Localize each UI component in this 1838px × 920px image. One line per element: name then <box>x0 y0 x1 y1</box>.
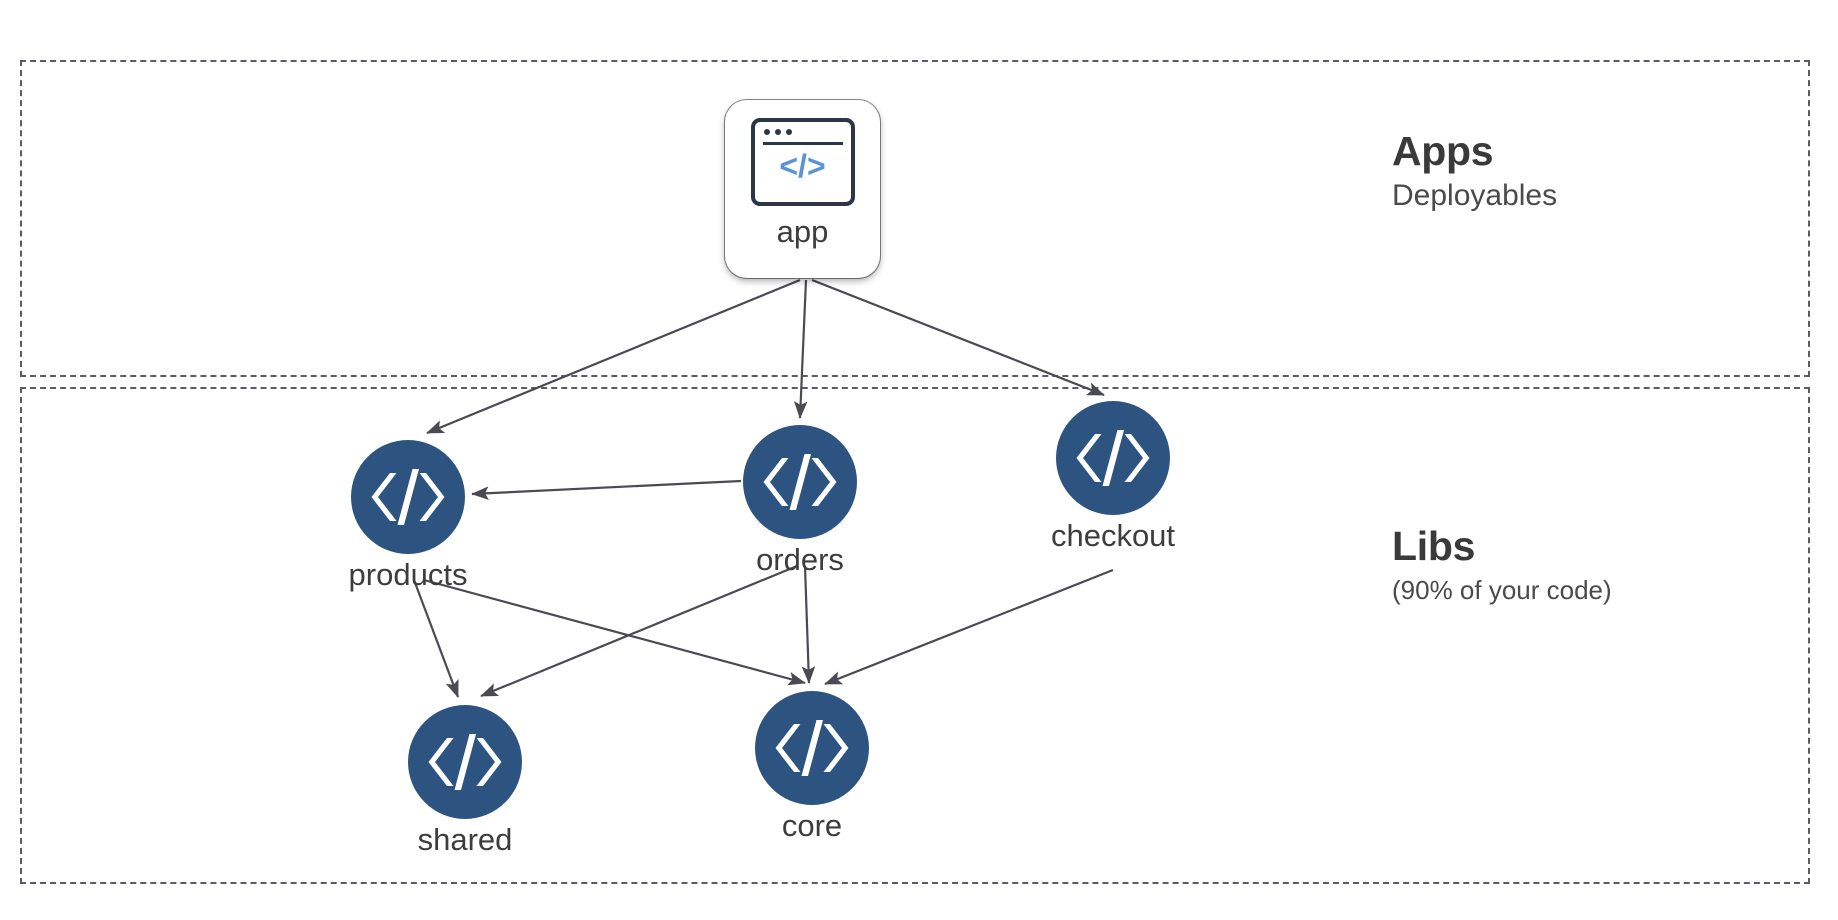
zone-libs-subtitle: (90% of your code) <box>1392 575 1612 606</box>
zone-libs-title: Libs <box>1392 523 1476 569</box>
node-checkout-label: checkout <box>1050 518 1176 553</box>
code-brackets-icon <box>408 705 522 819</box>
code-brackets-icon <box>351 440 465 554</box>
code-brackets-icon <box>755 691 869 805</box>
window-dots-icon <box>763 129 792 135</box>
node-checkout[interactable]: checkout <box>1051 401 1175 553</box>
node-shared-label: shared <box>417 822 513 857</box>
zone-libs-label: Libs (90% of your code) <box>1392 523 1612 607</box>
node-shared[interactable]: shared <box>408 705 522 857</box>
node-products[interactable]: products <box>349 440 467 592</box>
zone-apps-subtitle: Deployables <box>1392 179 1558 213</box>
code-brackets-icon <box>743 425 857 539</box>
node-orders[interactable]: orders <box>743 425 857 577</box>
node-core-label: core <box>781 808 843 843</box>
zone-apps-boundary <box>20 60 1810 377</box>
zone-apps-label: Apps Deployables <box>1392 128 1558 215</box>
node-app[interactable]: </> app <box>725 100 880 278</box>
node-products-label: products <box>348 557 468 592</box>
browser-window-code-icon: </> <box>750 118 855 206</box>
zone-libs-boundary <box>20 387 1810 884</box>
code-glyph: </> <box>779 148 826 184</box>
code-brackets-icon <box>1056 401 1170 515</box>
node-orders-label: orders <box>756 542 844 577</box>
node-core[interactable]: core <box>755 691 869 843</box>
node-app-label: app <box>776 214 829 249</box>
window-titlebar-divider <box>762 142 843 145</box>
zone-apps-title: Apps <box>1392 128 1494 174</box>
